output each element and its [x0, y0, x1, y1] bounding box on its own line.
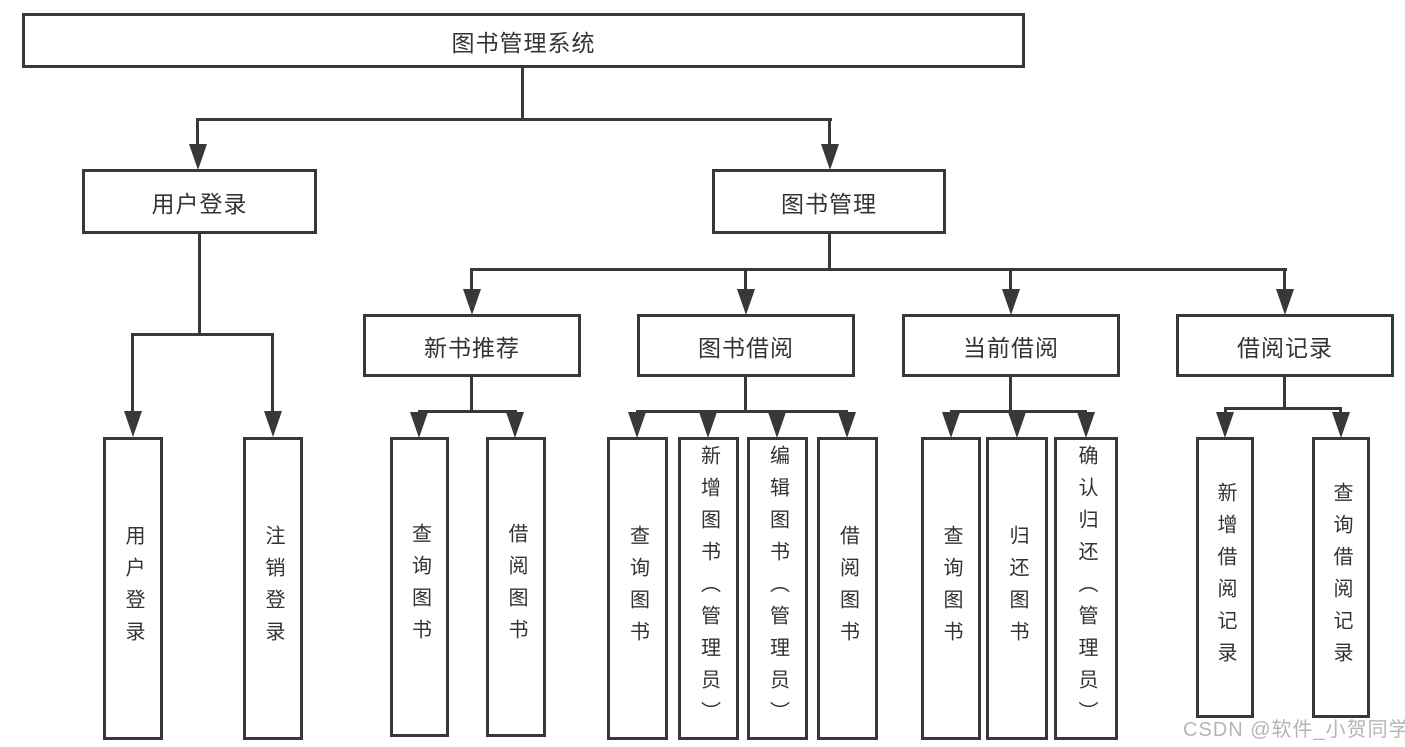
- connector-shaft: [744, 268, 747, 291]
- connector-shaft: [470, 268, 473, 291]
- connector-shaft: [1224, 407, 1227, 414]
- leaf-borrow-books-recommend: 借阅图书: [486, 437, 546, 737]
- node-library-management-system: 图书管理系统: [22, 13, 1025, 68]
- connector-level1-split: [197, 118, 832, 121]
- arrow-down: [1332, 412, 1350, 438]
- arrow-down: [506, 412, 524, 438]
- leaf-add-borrow-record: 新增借阅记录: [1196, 437, 1254, 718]
- node-user-login: 用户登录: [82, 169, 317, 234]
- connector-stub: [470, 377, 473, 410]
- connector-stub: [1009, 377, 1012, 410]
- connector-shaft: [828, 118, 831, 147]
- arrow-down: [821, 144, 839, 170]
- leaf-borrow-books: 借阅图书: [817, 437, 878, 740]
- connector-root-stub: [521, 68, 524, 119]
- leaf-query-books-recommend: 查询图书: [390, 437, 449, 737]
- connector-split: [950, 410, 1087, 413]
- arrow-down: [942, 412, 960, 438]
- leaf-confirm-return-admin: 确认归还（管理员）: [1054, 437, 1118, 740]
- arrow-down: [768, 412, 786, 438]
- node-book-borrowing: 图书借阅: [637, 314, 855, 377]
- connector-shaft: [1283, 268, 1286, 291]
- arrow-down: [124, 411, 142, 437]
- connector-split: [418, 410, 517, 413]
- connector-stub: [744, 377, 747, 410]
- arrow-down: [410, 412, 428, 438]
- connector-shaft: [131, 333, 134, 413]
- node-book-management: 图书管理: [712, 169, 946, 234]
- leaf-query-books-borrowing: 查询图书: [607, 437, 668, 740]
- arrow-down: [1002, 289, 1020, 315]
- leaf-add-books-admin: 新增图书（管理员）: [678, 437, 739, 740]
- connector-split: [471, 268, 1287, 271]
- arrow-down: [189, 144, 207, 170]
- leaf-logout: 注销登录: [243, 437, 303, 740]
- node-borrowing-records: 借阅记录: [1176, 314, 1394, 377]
- connector-shaft: [196, 118, 199, 147]
- connector-stub: [198, 234, 201, 333]
- leaf-return-books: 归还图书: [986, 437, 1048, 740]
- node-new-book-recommend: 新书推荐: [363, 314, 581, 377]
- arrow-down: [737, 289, 755, 315]
- arrow-down: [1008, 412, 1026, 438]
- arrow-down: [699, 412, 717, 438]
- connector-split: [1224, 407, 1342, 410]
- connector-shaft: [1009, 268, 1012, 291]
- arrow-down: [463, 289, 481, 315]
- connector-shaft: [1339, 407, 1342, 414]
- arrow-down: [1276, 289, 1294, 315]
- arrow-down: [1077, 412, 1095, 438]
- leaf-query-books-current: 查询图书: [921, 437, 981, 740]
- leaf-user-login: 用户登录: [103, 437, 163, 740]
- connector-split: [636, 410, 848, 413]
- arrow-down: [628, 412, 646, 438]
- arrow-down: [1216, 412, 1234, 438]
- watermark: CSDN @软件_小贺同学: [1183, 719, 1405, 741]
- arrow-down: [838, 412, 856, 438]
- connector-stub: [828, 234, 831, 271]
- leaf-edit-books-admin: 编辑图书（管理员）: [747, 437, 808, 740]
- connector-shaft: [271, 333, 274, 413]
- connector-split: [132, 333, 274, 336]
- arrow-down: [264, 411, 282, 437]
- node-current-borrowing: 当前借阅: [902, 314, 1120, 377]
- connector-stub: [1283, 377, 1286, 407]
- leaf-query-borrow-record: 查询借阅记录: [1312, 437, 1370, 718]
